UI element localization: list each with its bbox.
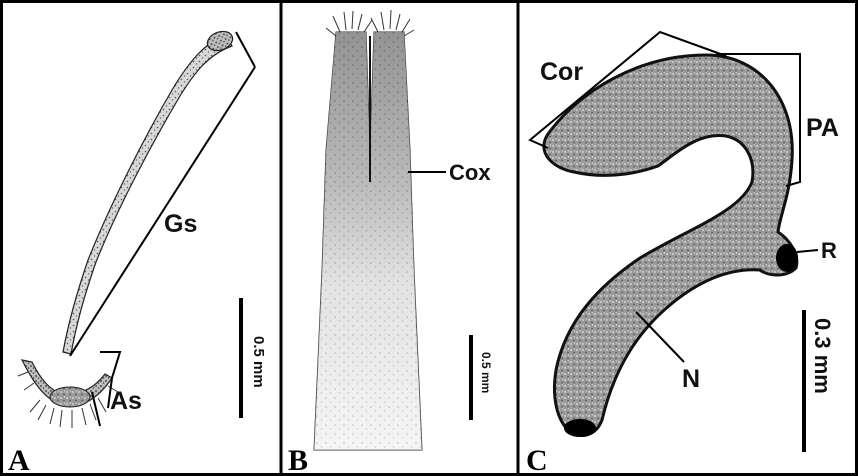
cox-label: Cox: [449, 160, 491, 185]
panel-letter-b: B: [288, 444, 308, 476]
cor-label: Cor: [540, 58, 583, 86]
gs-label: Gs: [164, 210, 197, 238]
scale-text-a: 0.5 mm: [250, 336, 267, 388]
panel-letter-c: C: [526, 444, 548, 476]
r-leader: [797, 250, 818, 252]
gs-bracket-top: [236, 32, 255, 67]
panel-b: Cox 0.5 mm B: [288, 10, 493, 476]
as-label: As: [110, 387, 142, 415]
sclerite-shape: [544, 55, 797, 435]
n-tip: [564, 419, 596, 437]
as-leader: [92, 392, 100, 426]
panel-c: Cor PA R N 0.3 mm C: [526, 32, 839, 476]
panel-letter-a: A: [8, 444, 30, 476]
as-base: [50, 387, 90, 407]
r-label: R: [821, 238, 837, 263]
n-leader: [636, 312, 684, 362]
panel-a: Gs As 0.5 mm A: [8, 28, 267, 476]
r-node: [776, 244, 798, 272]
scale-text-c: 0.3 mm: [810, 318, 835, 394]
pa-label: PA: [806, 114, 839, 142]
gonostylus-shape: [63, 35, 232, 354]
scale-text-b: 0.5 mm: [479, 352, 493, 393]
n-label: N: [682, 365, 700, 393]
